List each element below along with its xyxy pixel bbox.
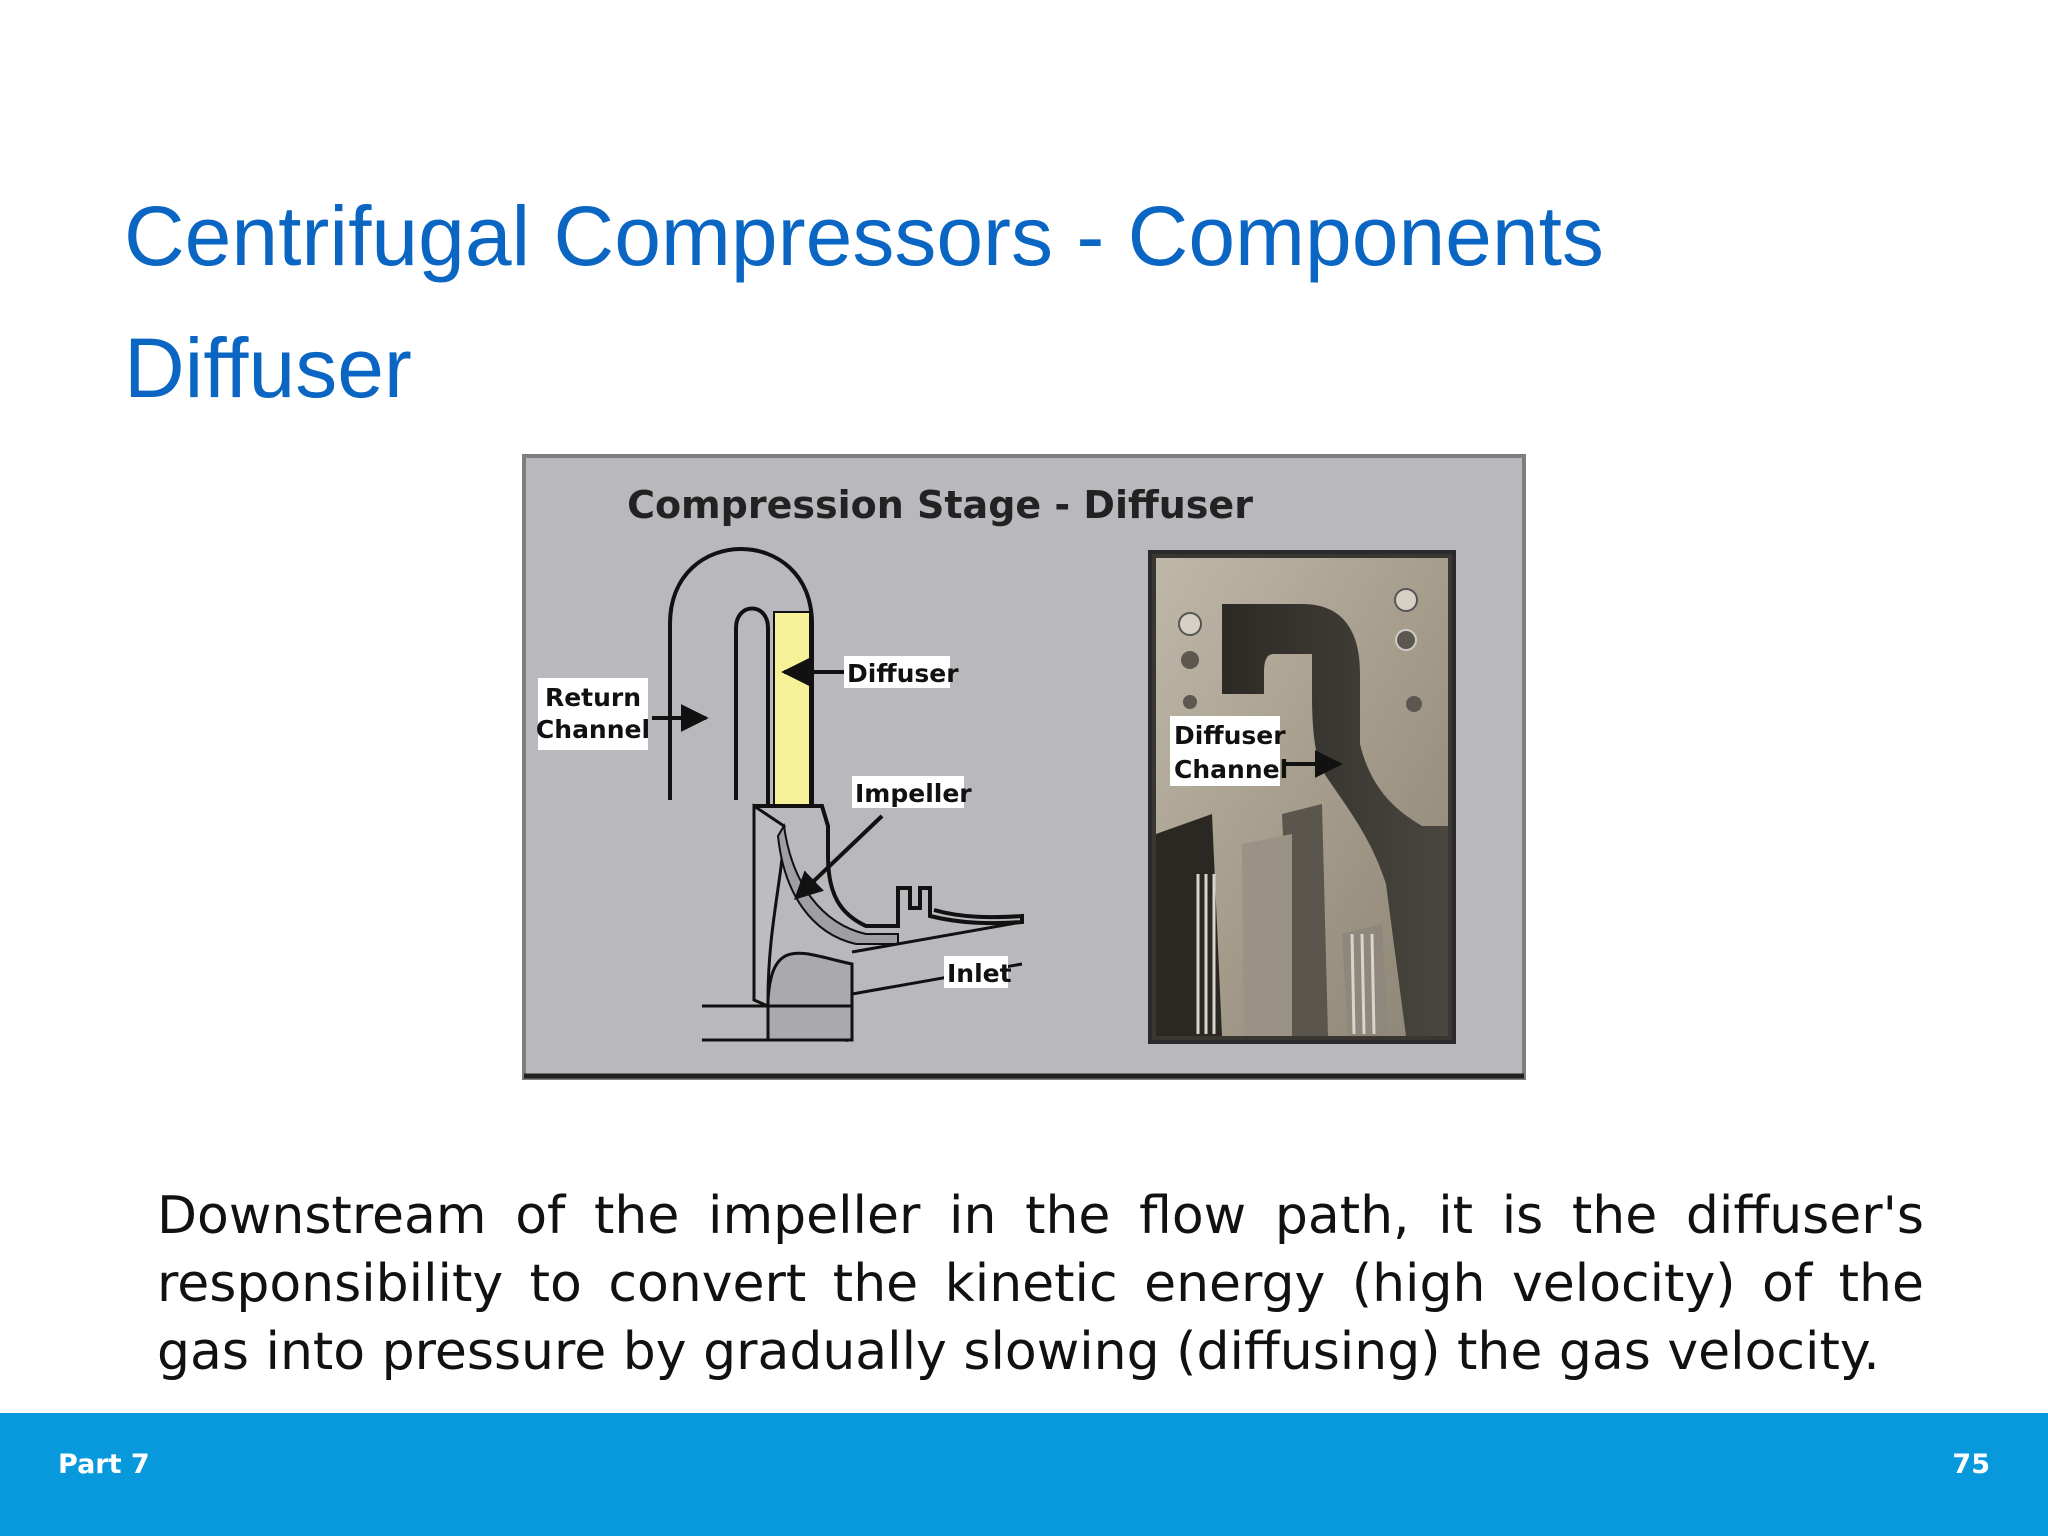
label-diffuser-channel-1: Diffuser (1174, 721, 1286, 750)
footer-section-label: Part 7 (58, 1449, 150, 1480)
figure-title: Compression Stage - Diffuser (627, 483, 1253, 527)
page-number: 75 (1952, 1449, 1990, 1480)
label-return-channel-1: Return (545, 683, 641, 712)
slide-title: Centrifugal Compressors - Components Dif… (124, 170, 1604, 434)
label-impeller: Impeller (855, 779, 972, 808)
impeller-shape (754, 804, 1024, 928)
label-return-channel-2: Channel (536, 715, 650, 744)
body-paragraph: Downstream of the impeller in the flow p… (157, 1186, 1924, 1382)
diffuser-passage (773, 611, 811, 807)
diffuser-photo: Diffuser Channel (1148, 550, 1456, 1044)
title-line-1: Centrifugal Compressors - Components (124, 189, 1604, 283)
label-diffuser: Diffuser (847, 659, 959, 688)
label-diffuser-channel-2: Channel (1174, 755, 1288, 784)
label-inlet: Inlet (947, 959, 1012, 988)
compression-stage-figure: Compression Stage - Diffuser Retur (522, 454, 1526, 1080)
footer-bar: Part 7 75 (0, 1413, 2048, 1536)
schematic-diagram: Return Channel Diffuser Impeller Inlet (536, 547, 1024, 1043)
title-line-2: Diffuser (124, 321, 412, 415)
